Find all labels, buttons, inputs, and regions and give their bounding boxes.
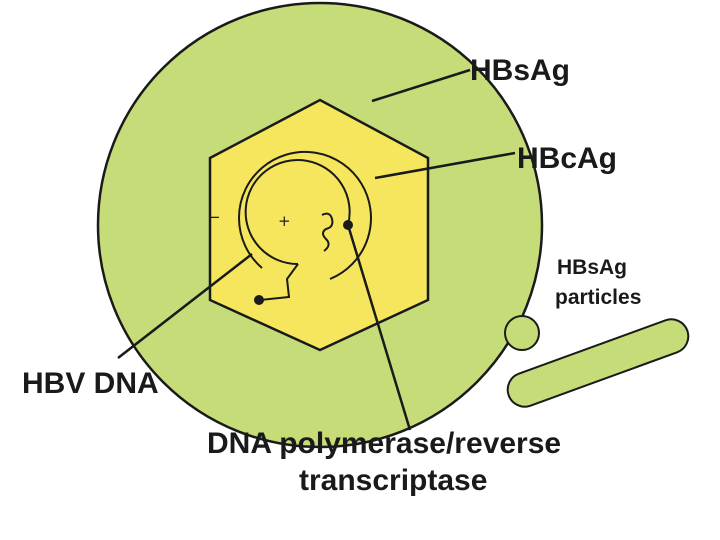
label-hbsag: HBsAg — [470, 54, 570, 87]
label-polymerase-line1: DNA polymerase/reverse — [207, 427, 561, 460]
particle-sphere — [505, 316, 539, 350]
label-particles-line2: particles — [555, 286, 641, 309]
plus-sign: + — [278, 212, 291, 230]
label-polymerase-line2: transcriptase — [299, 464, 487, 497]
label-particles-line1: HBsAg — [557, 256, 627, 279]
label-hbcag: HBcAg — [517, 142, 617, 175]
terminal-dot — [254, 295, 264, 305]
label-hbv-dna: HBV DNA — [22, 367, 159, 400]
minus-sign: − — [208, 208, 221, 226]
